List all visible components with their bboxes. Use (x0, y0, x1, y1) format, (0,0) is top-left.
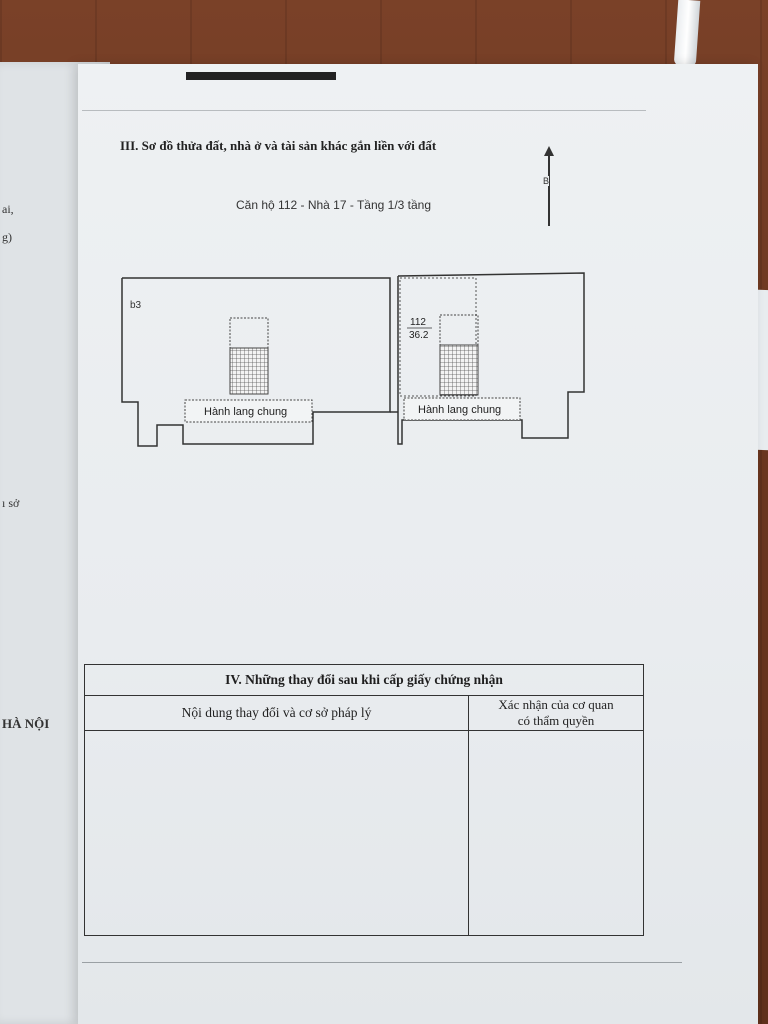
unit-right-area: 36.2 (409, 330, 429, 341)
left-fragment-4: HÀ NỘI (2, 716, 50, 731)
floor-plan: Hành lang chung Hành lang chung b3 112 3… (121, 272, 585, 447)
column-header-content: Nội dung thay đổi và cơ sở pháp lý (85, 695, 469, 731)
pen (673, 0, 701, 67)
confirm-line-1: Xác nhận của cơ quan (498, 697, 614, 712)
corridor-right-label: Hành lang chung (418, 404, 501, 416)
confirm-line-2: có thẩm quyền (517, 713, 595, 728)
left-fragment-2: g) (2, 230, 12, 244)
north-label: B (543, 176, 550, 186)
column-header-confirm: Xác nhận của cơ quan có thẩm quyền (469, 695, 643, 731)
page-edge-strip (186, 72, 336, 80)
page-bottom-rule (82, 962, 682, 963)
north-arrow-line (548, 152, 550, 226)
left-stair-upper (229, 317, 269, 349)
changes-table: IV. Những thay đổi sau khi cấp giấy chứn… (84, 664, 644, 936)
unit-left-label: b3 (130, 300, 142, 311)
content-cell (85, 731, 469, 935)
unit-112-outline (399, 277, 477, 397)
apartment-caption: Căn hộ 112 - Nhà 17 - Tầng 1/3 tầng (236, 198, 432, 212)
left-fragment-1: ai, (2, 202, 14, 216)
confirm-cell (469, 731, 643, 935)
corridor-left-box (184, 399, 313, 423)
section4-title: IV. Những thay đổi sau khi cấp giấy chứn… (85, 665, 643, 696)
north-arrow-icon (544, 146, 554, 156)
certificate-page (78, 64, 758, 1024)
section3-title: III. Sơ đồ thửa đất, nhà ở và tài sản kh… (120, 138, 437, 153)
unit-right-number: 112 (410, 317, 426, 328)
corridor-left-label: Hành lang chung (204, 406, 287, 418)
right-unit-outline (397, 272, 585, 445)
right-stair-upper (439, 314, 479, 346)
right-stair-hatch (439, 344, 479, 396)
left-fragment-3: ı sở (2, 496, 20, 510)
page-frame (82, 110, 646, 971)
left-stair-hatch (229, 347, 269, 395)
corridor-right-box (403, 397, 521, 421)
